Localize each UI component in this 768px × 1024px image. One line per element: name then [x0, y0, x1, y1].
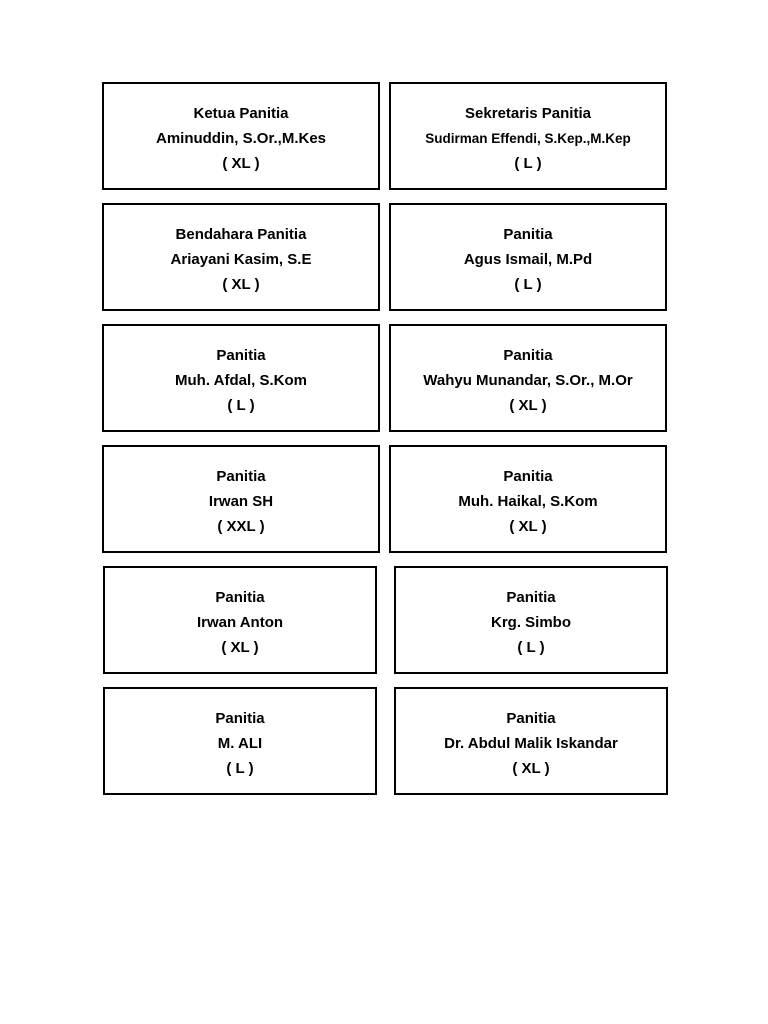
card-size: ( XL )	[509, 518, 547, 535]
card-role: Ketua Panitia	[193, 105, 289, 122]
card-name: Muh. Haikal, S.Kom	[458, 493, 598, 510]
card-size: ( XL )	[222, 155, 260, 172]
card-name: Ariayani Kasim, S.E	[170, 251, 312, 268]
card-row: Panitia Muh. Afdal, S.Kom ( L ) Panitia …	[102, 324, 668, 432]
name-card[interactable]: Bendahara Panitia Ariayani Kasim, S.E ( …	[102, 203, 380, 311]
card-size: ( L )	[514, 155, 542, 172]
card-role: Panitia	[215, 710, 265, 727]
name-card[interactable]: Panitia Irwan SH ( XXL )	[102, 445, 380, 553]
card-size: ( XL )	[512, 760, 550, 777]
card-size: ( XL )	[221, 639, 259, 656]
card-size: ( XL )	[509, 397, 547, 414]
card-name: Agus Ismail, M.Pd	[463, 251, 593, 268]
card-row: Panitia Irwan SH ( XXL ) Panitia Muh. Ha…	[102, 445, 668, 553]
card-name: Irwan Anton	[196, 614, 284, 631]
card-row: Panitia M. ALI ( L ) Panitia Dr. Abdul M…	[102, 687, 668, 795]
card-size: ( XXL )	[217, 518, 265, 535]
name-card[interactable]: Panitia Dr. Abdul Malik Iskandar ( XL )	[394, 687, 668, 795]
card-name: Krg. Simbo	[490, 614, 571, 631]
name-card[interactable]: Panitia Wahyu Munandar, S.Or., M.Or ( XL…	[389, 324, 667, 432]
card-role: Panitia	[506, 710, 556, 727]
card-name: Wahyu Munandar, S.Or., M.Or	[423, 372, 633, 389]
card-size: ( L )	[227, 397, 255, 414]
card-role: Panitia	[503, 347, 553, 364]
name-card[interactable]: Sekretaris Panitia Sudirman Effendi, S.K…	[389, 82, 667, 190]
card-row: Panitia Irwan Anton ( XL ) Panitia Krg. …	[102, 566, 668, 674]
name-card[interactable]: Panitia Irwan Anton ( XL )	[103, 566, 377, 674]
card-row: Ketua Panitia Aminuddin, S.Or.,M.Kes ( X…	[102, 82, 668, 190]
card-name: M. ALI	[217, 735, 263, 752]
card-row: Bendahara Panitia Ariayani Kasim, S.E ( …	[102, 203, 668, 311]
card-size: ( L )	[514, 276, 542, 293]
card-role: Panitia	[503, 226, 553, 243]
card-role: Panitia	[216, 347, 266, 364]
card-role: Sekretaris Panitia	[465, 105, 591, 122]
card-size: ( XL )	[222, 276, 260, 293]
card-role: Panitia	[216, 468, 266, 485]
card-size: ( L )	[226, 760, 254, 777]
card-name: Sudirman Effendi, S.Kep.,M.Kep	[425, 131, 631, 146]
name-card[interactable]: Panitia Krg. Simbo ( L )	[394, 566, 668, 674]
card-role: Panitia	[503, 468, 553, 485]
name-card[interactable]: Panitia Agus Ismail, M.Pd ( L )	[389, 203, 667, 311]
name-card[interactable]: Panitia Muh. Haikal, S.Kom ( XL )	[389, 445, 667, 553]
name-card[interactable]: Ketua Panitia Aminuddin, S.Or.,M.Kes ( X…	[102, 82, 380, 190]
card-name: Aminuddin, S.Or.,M.Kes	[155, 130, 327, 147]
card-role: Panitia	[506, 589, 556, 606]
card-name: Muh. Afdal, S.Kom	[175, 372, 307, 389]
name-card-grid: Ketua Panitia Aminuddin, S.Or.,M.Kes ( X…	[102, 82, 668, 808]
card-name: Irwan SH	[208, 493, 274, 510]
card-role: Bendahara Panitia	[175, 226, 307, 243]
name-card[interactable]: Panitia M. ALI ( L )	[103, 687, 377, 795]
name-card[interactable]: Panitia Muh. Afdal, S.Kom ( L )	[102, 324, 380, 432]
card-role: Panitia	[215, 589, 265, 606]
card-size: ( L )	[517, 639, 545, 656]
card-name: Dr. Abdul Malik Iskandar	[444, 735, 618, 752]
